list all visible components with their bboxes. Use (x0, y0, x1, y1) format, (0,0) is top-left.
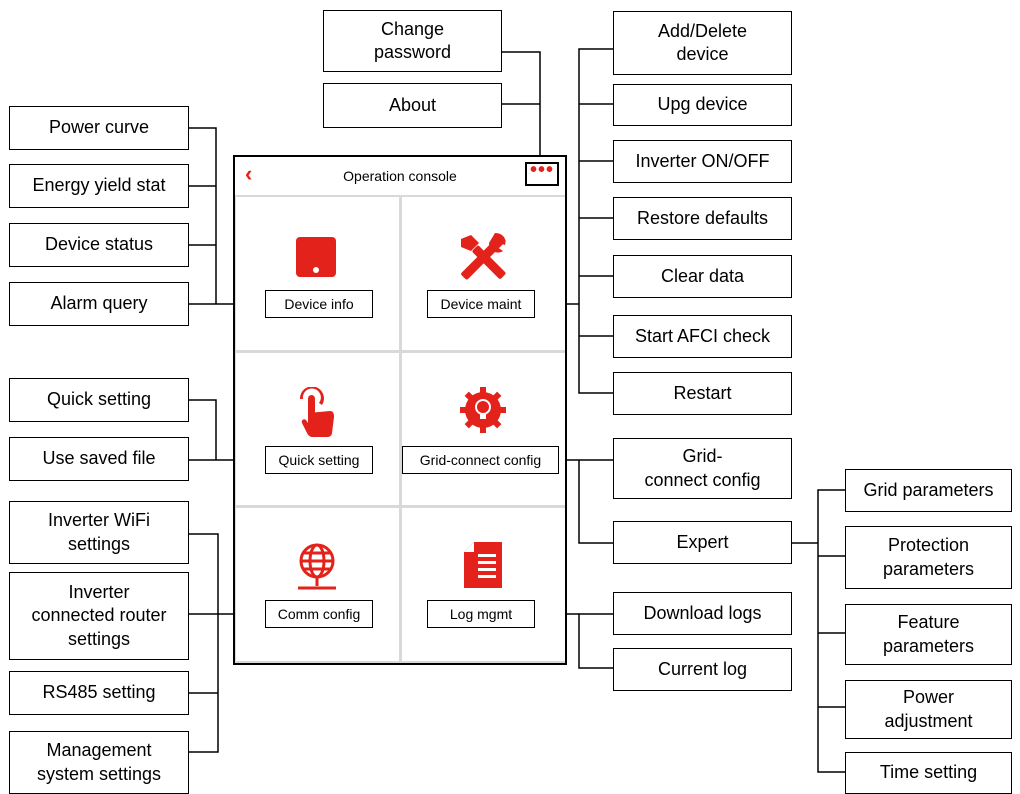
about-box[interactable]: About (323, 83, 502, 128)
power-curve-box[interactable]: Power curve (9, 106, 189, 150)
restore-defaults-box[interactable]: Restore defaults (613, 197, 792, 240)
restart-box[interactable]: Restart (613, 372, 792, 415)
operation-console-screen: Operation console ‹ ••• (233, 155, 567, 665)
add-delete-device-box[interactable]: Add/Delete device (613, 11, 792, 75)
tile-device-maint[interactable] (402, 197, 565, 350)
log-mgmt-label[interactable]: Log mgmt (427, 600, 535, 628)
inverter-onoff-box[interactable]: Inverter ON/OFF (613, 140, 792, 183)
device-info-label[interactable]: Device info (265, 290, 373, 318)
lightbulb-gear-icon (460, 387, 506, 433)
device-maint-label[interactable]: Device maint (427, 290, 535, 318)
inverter-wifi-settings-box[interactable]: Inverter WiFi settings (9, 501, 189, 564)
upg-device-box[interactable]: Upg device (613, 84, 792, 126)
expert-box[interactable]: Expert (613, 521, 792, 564)
globe-icon (298, 543, 336, 590)
tile-device-info[interactable] (236, 197, 399, 350)
more-dots-icon[interactable]: ••• (525, 160, 559, 186)
current-log-box[interactable]: Current log (613, 648, 792, 691)
router-settings-box[interactable]: Inverter connected router settings (9, 572, 189, 660)
grid-connect-config-label[interactable]: Grid-connect config (402, 446, 559, 474)
grid-parameters-box[interactable]: Grid parameters (845, 469, 1012, 512)
alarm-query-box[interactable]: Alarm query (9, 282, 189, 326)
quick-setting-label[interactable]: Quick setting (265, 446, 373, 474)
tile-quick-setting[interactable] (236, 353, 399, 505)
tile-grid-connect-config[interactable] (402, 353, 565, 505)
power-adjustment-box[interactable]: Power adjustment (845, 680, 1012, 739)
screen-title: Operation console (343, 168, 457, 184)
chevron-left-icon[interactable]: ‹ (245, 161, 253, 186)
energy-yield-stat-box[interactable]: Energy yield stat (9, 164, 189, 208)
clear-data-box[interactable]: Clear data (613, 255, 792, 298)
comm-config-label[interactable]: Comm config (265, 600, 373, 628)
grid-connect-config-box[interactable]: Grid- connect config (613, 438, 792, 499)
protection-parameters-box[interactable]: Protection parameters (845, 526, 1012, 589)
start-afci-check-box[interactable]: Start AFCI check (613, 315, 792, 358)
time-setting-box[interactable]: Time setting (845, 752, 1012, 794)
download-logs-box[interactable]: Download logs (613, 592, 792, 635)
use-saved-file-box[interactable]: Use saved file (9, 437, 189, 481)
feature-parameters-box[interactable]: Feature parameters (845, 604, 1012, 665)
rs485-setting-box[interactable]: RS485 setting (9, 671, 189, 715)
document-icon (464, 542, 502, 588)
tools-icon (461, 233, 506, 280)
change-password-box[interactable]: Change password (323, 10, 502, 72)
device-icon (296, 237, 336, 277)
tap-hand-icon (299, 387, 334, 437)
management-system-settings-box[interactable]: Management system settings (9, 731, 189, 794)
tile-comm-config[interactable] (236, 508, 399, 661)
tile-log-mgmt[interactable] (402, 508, 565, 661)
device-status-box[interactable]: Device status (9, 223, 189, 267)
quick-setting-box[interactable]: Quick setting (9, 378, 189, 422)
